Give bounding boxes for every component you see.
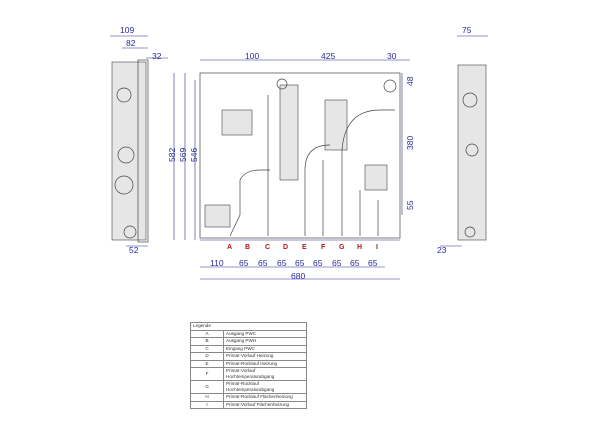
port-label-c: C	[265, 244, 270, 251]
legend-label: Ausgang PWH	[223, 337, 307, 346]
svg-text:380: 380	[405, 136, 415, 150]
port-label-h: H	[357, 244, 362, 251]
legend-title: Legende	[190, 322, 307, 331]
dim-spacing: 65	[295, 258, 305, 268]
dim-top-left: 100	[245, 51, 259, 61]
legend-label: Primär-Rücklauf Flächenheizung	[223, 393, 307, 402]
port-label-e: E	[302, 244, 307, 251]
legend-label: Primär-Vorlauf Heizung	[223, 352, 307, 361]
legend-label: Primär-Rücklauf Hochtemperaturabgang	[223, 380, 307, 394]
port-label-b: B	[245, 244, 250, 251]
side-view-left	[110, 35, 168, 247]
port-label-d: D	[283, 244, 288, 251]
legend-key: E	[190, 359, 224, 368]
dim-left-582: 582	[167, 148, 177, 162]
legend-key: D	[190, 352, 224, 361]
dim-spacing: 65	[313, 258, 323, 268]
legend-label: Eingang PWC	[223, 344, 307, 353]
svg-text:546: 546	[189, 148, 199, 162]
legend-key: I	[190, 400, 224, 409]
dim-side-bottom: 52	[129, 245, 139, 255]
svg-text:55: 55	[405, 200, 415, 210]
svg-text:569: 569	[178, 148, 188, 162]
legend-key: F	[190, 367, 224, 381]
dim-side-depth: 109	[120, 25, 134, 35]
legend-label: Ausgang PWC	[223, 329, 307, 338]
legend-label: Primär-Vorlauf Hochtemperaturabgang	[223, 367, 307, 381]
dim-right-side-bottom: 23	[437, 245, 447, 255]
hydraulic-separator	[324, 99, 348, 151]
dim-top-right: 30	[387, 51, 397, 61]
svg-text:582: 582	[167, 148, 177, 162]
dim-right-48: 48	[405, 76, 415, 86]
dim-right-side-depth: 75	[462, 25, 472, 35]
port-label-i: I	[376, 244, 378, 251]
dim-spacing: 65	[277, 258, 287, 268]
pump	[364, 164, 388, 191]
svg-text:48: 48	[405, 76, 415, 86]
legend-key: H	[190, 393, 224, 402]
heat-exchanger	[279, 84, 299, 181]
port-label-g: G	[339, 244, 345, 251]
dim-spacing: 65	[332, 258, 342, 268]
dim-left-546: 546	[189, 148, 199, 162]
dim-side-offset: 32	[152, 51, 162, 61]
dim-left-569: 569	[178, 148, 188, 162]
legend-key: B	[190, 337, 224, 346]
dim-spacing: 65	[368, 258, 378, 268]
mounting-plate	[199, 72, 401, 239]
legend-label: Primär-Rücklauf Heizung	[223, 359, 307, 368]
legend-key: G	[190, 380, 224, 394]
port-label-f: F	[321, 244, 326, 251]
dim-bottom-first: 110	[210, 258, 224, 268]
legend-key: A	[190, 329, 224, 338]
dim-spacing: 65	[239, 258, 249, 268]
dim-side-inner: 82	[126, 38, 136, 48]
legend-key: C	[190, 344, 224, 353]
legend-label: Primär-Vorlauf Flächenheizung	[223, 400, 307, 409]
controller	[221, 109, 253, 136]
dim-spacing: 65	[258, 258, 268, 268]
dim-right-380: 380	[405, 136, 415, 150]
side-housing	[111, 61, 147, 241]
dim-total-width: 680	[291, 271, 305, 281]
side-view-right	[440, 35, 488, 247]
dim-top-middle: 425	[321, 51, 335, 61]
dim-right-55: 55	[405, 200, 415, 210]
dim-spacing: 65	[350, 258, 360, 268]
port-label-a: A	[227, 244, 232, 251]
front-view	[199, 72, 401, 241]
